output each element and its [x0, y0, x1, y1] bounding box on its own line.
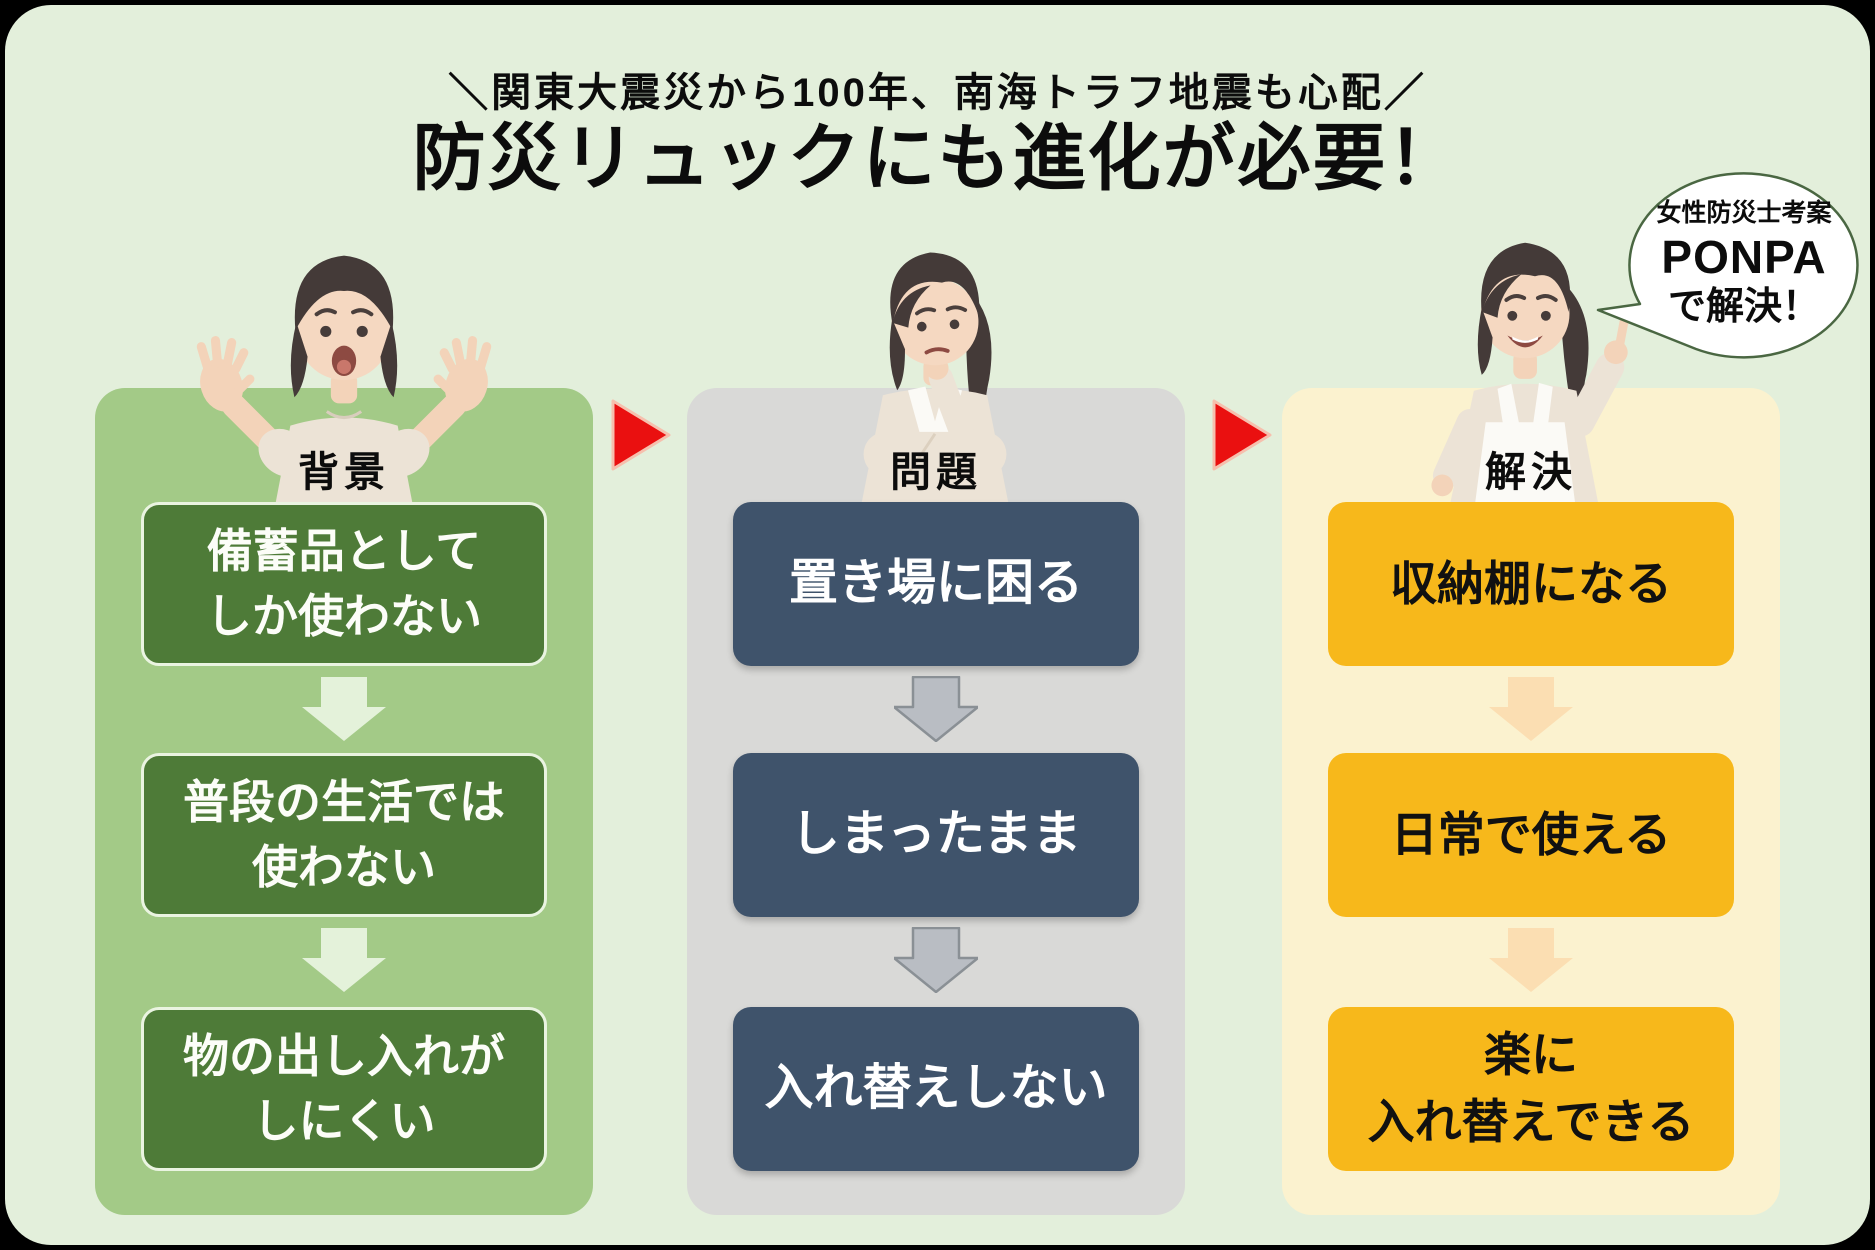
- step-text-line: 入れ替えしない: [764, 1061, 1108, 1116]
- speech-bubble: [1596, 172, 1859, 359]
- infographic-canvas: ＼関東大震災から100年、南海トラフ地震も心配／ 防災リュックにも進化が必要！: [5, 5, 1870, 1245]
- step-text-line: しか使わない: [206, 590, 482, 642]
- down-arrow-icon: [302, 677, 386, 741]
- down-arrow-icon: [894, 676, 978, 742]
- step-text-line: 普段の生活では: [183, 775, 505, 828]
- background-step-3: 物の出し入れが しにくい: [141, 1007, 547, 1171]
- bubble-line-2: PONPA: [1661, 231, 1827, 283]
- step-text-line: 使わない: [252, 841, 436, 893]
- solution-step-2: 日常で使える: [1328, 753, 1734, 917]
- solution-step-1: 収納棚になる: [1328, 502, 1734, 666]
- flow-arrow-icon: [1212, 399, 1272, 471]
- down-arrow-icon: [1489, 928, 1573, 992]
- background-column-label: 背景: [298, 449, 390, 495]
- problem-step-1: 置き場に困る: [733, 502, 1139, 666]
- page-title: 防災リュックにも進化が必要！: [412, 118, 1463, 199]
- problem-column-label: 問題: [890, 449, 982, 495]
- bubble-line-3: で解決！: [1667, 286, 1820, 328]
- problem-step-3: 入れ替えしない: [733, 1007, 1139, 1171]
- woman-thinking-illustration: [859, 252, 1011, 513]
- header-subtitle: ＼関東大震災から100年、南海トラフ地震も心配／: [448, 71, 1427, 115]
- step-text-line: しにくい: [252, 1095, 436, 1147]
- background-step-1: 備蓄品として しか使わない: [141, 502, 547, 666]
- step-text-line: しまったまま: [790, 807, 1082, 862]
- solution-column: 解決 収納棚になる 日常で使える 楽に 入れ替えできる: [1282, 388, 1780, 1215]
- down-arrow-icon: [1489, 677, 1573, 741]
- woman-surprised-illustration: [196, 255, 492, 511]
- step-text-line: 楽に: [1484, 1028, 1578, 1082]
- woman-pointing-illustration: [1431, 242, 1630, 513]
- speech-bubble-text: 女性防災士考案 PONPA で解決！: [1618, 195, 1870, 331]
- solution-step-3: 楽に 入れ替えできる: [1328, 1007, 1734, 1171]
- step-text-line: 収納棚になる: [1390, 556, 1672, 610]
- flow-arrow-icon: [611, 399, 671, 471]
- background-step-2: 普段の生活では 使わない: [141, 753, 547, 917]
- step-text-line: 物の出し入れが: [183, 1029, 505, 1082]
- problem-step-2: しまったまま: [733, 753, 1139, 917]
- problem-column: 問題 置き場に困る しまったまま 入れ替えしない: [687, 388, 1185, 1215]
- step-text-line: 置き場に困る: [788, 556, 1083, 611]
- background-column: 背景 備蓄品として しか使わない 普段の生活では 使わない 物の出し入れが しに…: [95, 388, 593, 1215]
- step-text-line: 備蓄品として: [206, 524, 482, 577]
- step-text-line: 日常で使える: [1390, 807, 1672, 861]
- step-text-line: 入れ替えできる: [1367, 1095, 1695, 1148]
- bubble-line-1: 女性防災士考案: [1656, 199, 1832, 227]
- down-arrow-icon: [302, 928, 386, 992]
- down-arrow-icon: [894, 927, 978, 993]
- solution-column-label: 解決: [1485, 449, 1577, 495]
